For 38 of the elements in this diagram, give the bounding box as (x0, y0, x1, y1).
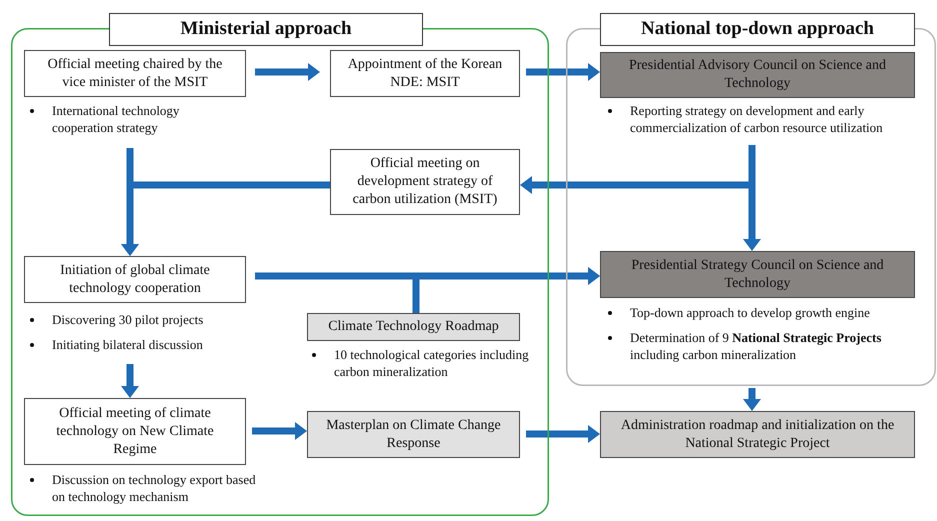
arrow (121, 182, 330, 256)
bullet-text: Reporting strategy on development and early commercialization of carbon resource utilization (630, 102, 884, 136)
arrow (252, 422, 307, 440)
box-text: Initiation of global climate technology cooperation (59, 262, 211, 298)
box-text: Climate Technology Roadmap (328, 318, 499, 336)
box-text: Presidential Strategy Council on Science and Technology (630, 256, 885, 292)
arrow (412, 267, 600, 313)
process-box (600, 411, 915, 458)
bullet-text: Discussion on technology export based on technology mechanism (52, 471, 257, 505)
box-text: Presidential Advisory Council on Science and Technology (628, 57, 887, 93)
box-text: Official meeting on development strategy of carbon utilization (MSIT) (352, 155, 498, 209)
process-box (330, 50, 520, 97)
box-text: Appointment of the Korean NDE: MSIT (346, 56, 504, 92)
process-box (307, 313, 520, 341)
process-box (307, 411, 520, 458)
bullet-text: Discovering 30 pilot projects (52, 311, 204, 328)
process-box (330, 149, 520, 215)
box-text: Official meeting chaired by the vice minister of the MSIT (46, 56, 224, 92)
process-box (24, 398, 246, 465)
box-text: Masterplan on Climate Change Response (325, 416, 502, 452)
bullet-text: 10 technological categories including carbon mineralization (334, 346, 530, 380)
arrow (526, 425, 600, 443)
process-box (600, 52, 915, 98)
box-text: Official meeting of climate technology on New Climate Regime (55, 404, 215, 458)
arrow (743, 388, 761, 411)
box-text: Administration roadmap and initialization on the National Strategic Project (620, 416, 896, 452)
process-box (24, 50, 246, 97)
group-heading: National top-down approach (600, 13, 915, 46)
bullet-text: Top-down approach to develop growth engine (630, 304, 871, 321)
bullet-text: International technology cooperation strategy (52, 102, 180, 136)
process-box (24, 256, 246, 303)
group-heading: Ministerial approach (109, 13, 423, 46)
arrow (121, 364, 139, 398)
process-box (600, 251, 915, 298)
bullet-text: Initiating bilateral discussion (52, 336, 204, 353)
arrow (255, 63, 320, 81)
arrow (526, 63, 600, 81)
bullet-text: Determination of 9 National Strategic Projects including carbon mineralization (630, 329, 882, 363)
